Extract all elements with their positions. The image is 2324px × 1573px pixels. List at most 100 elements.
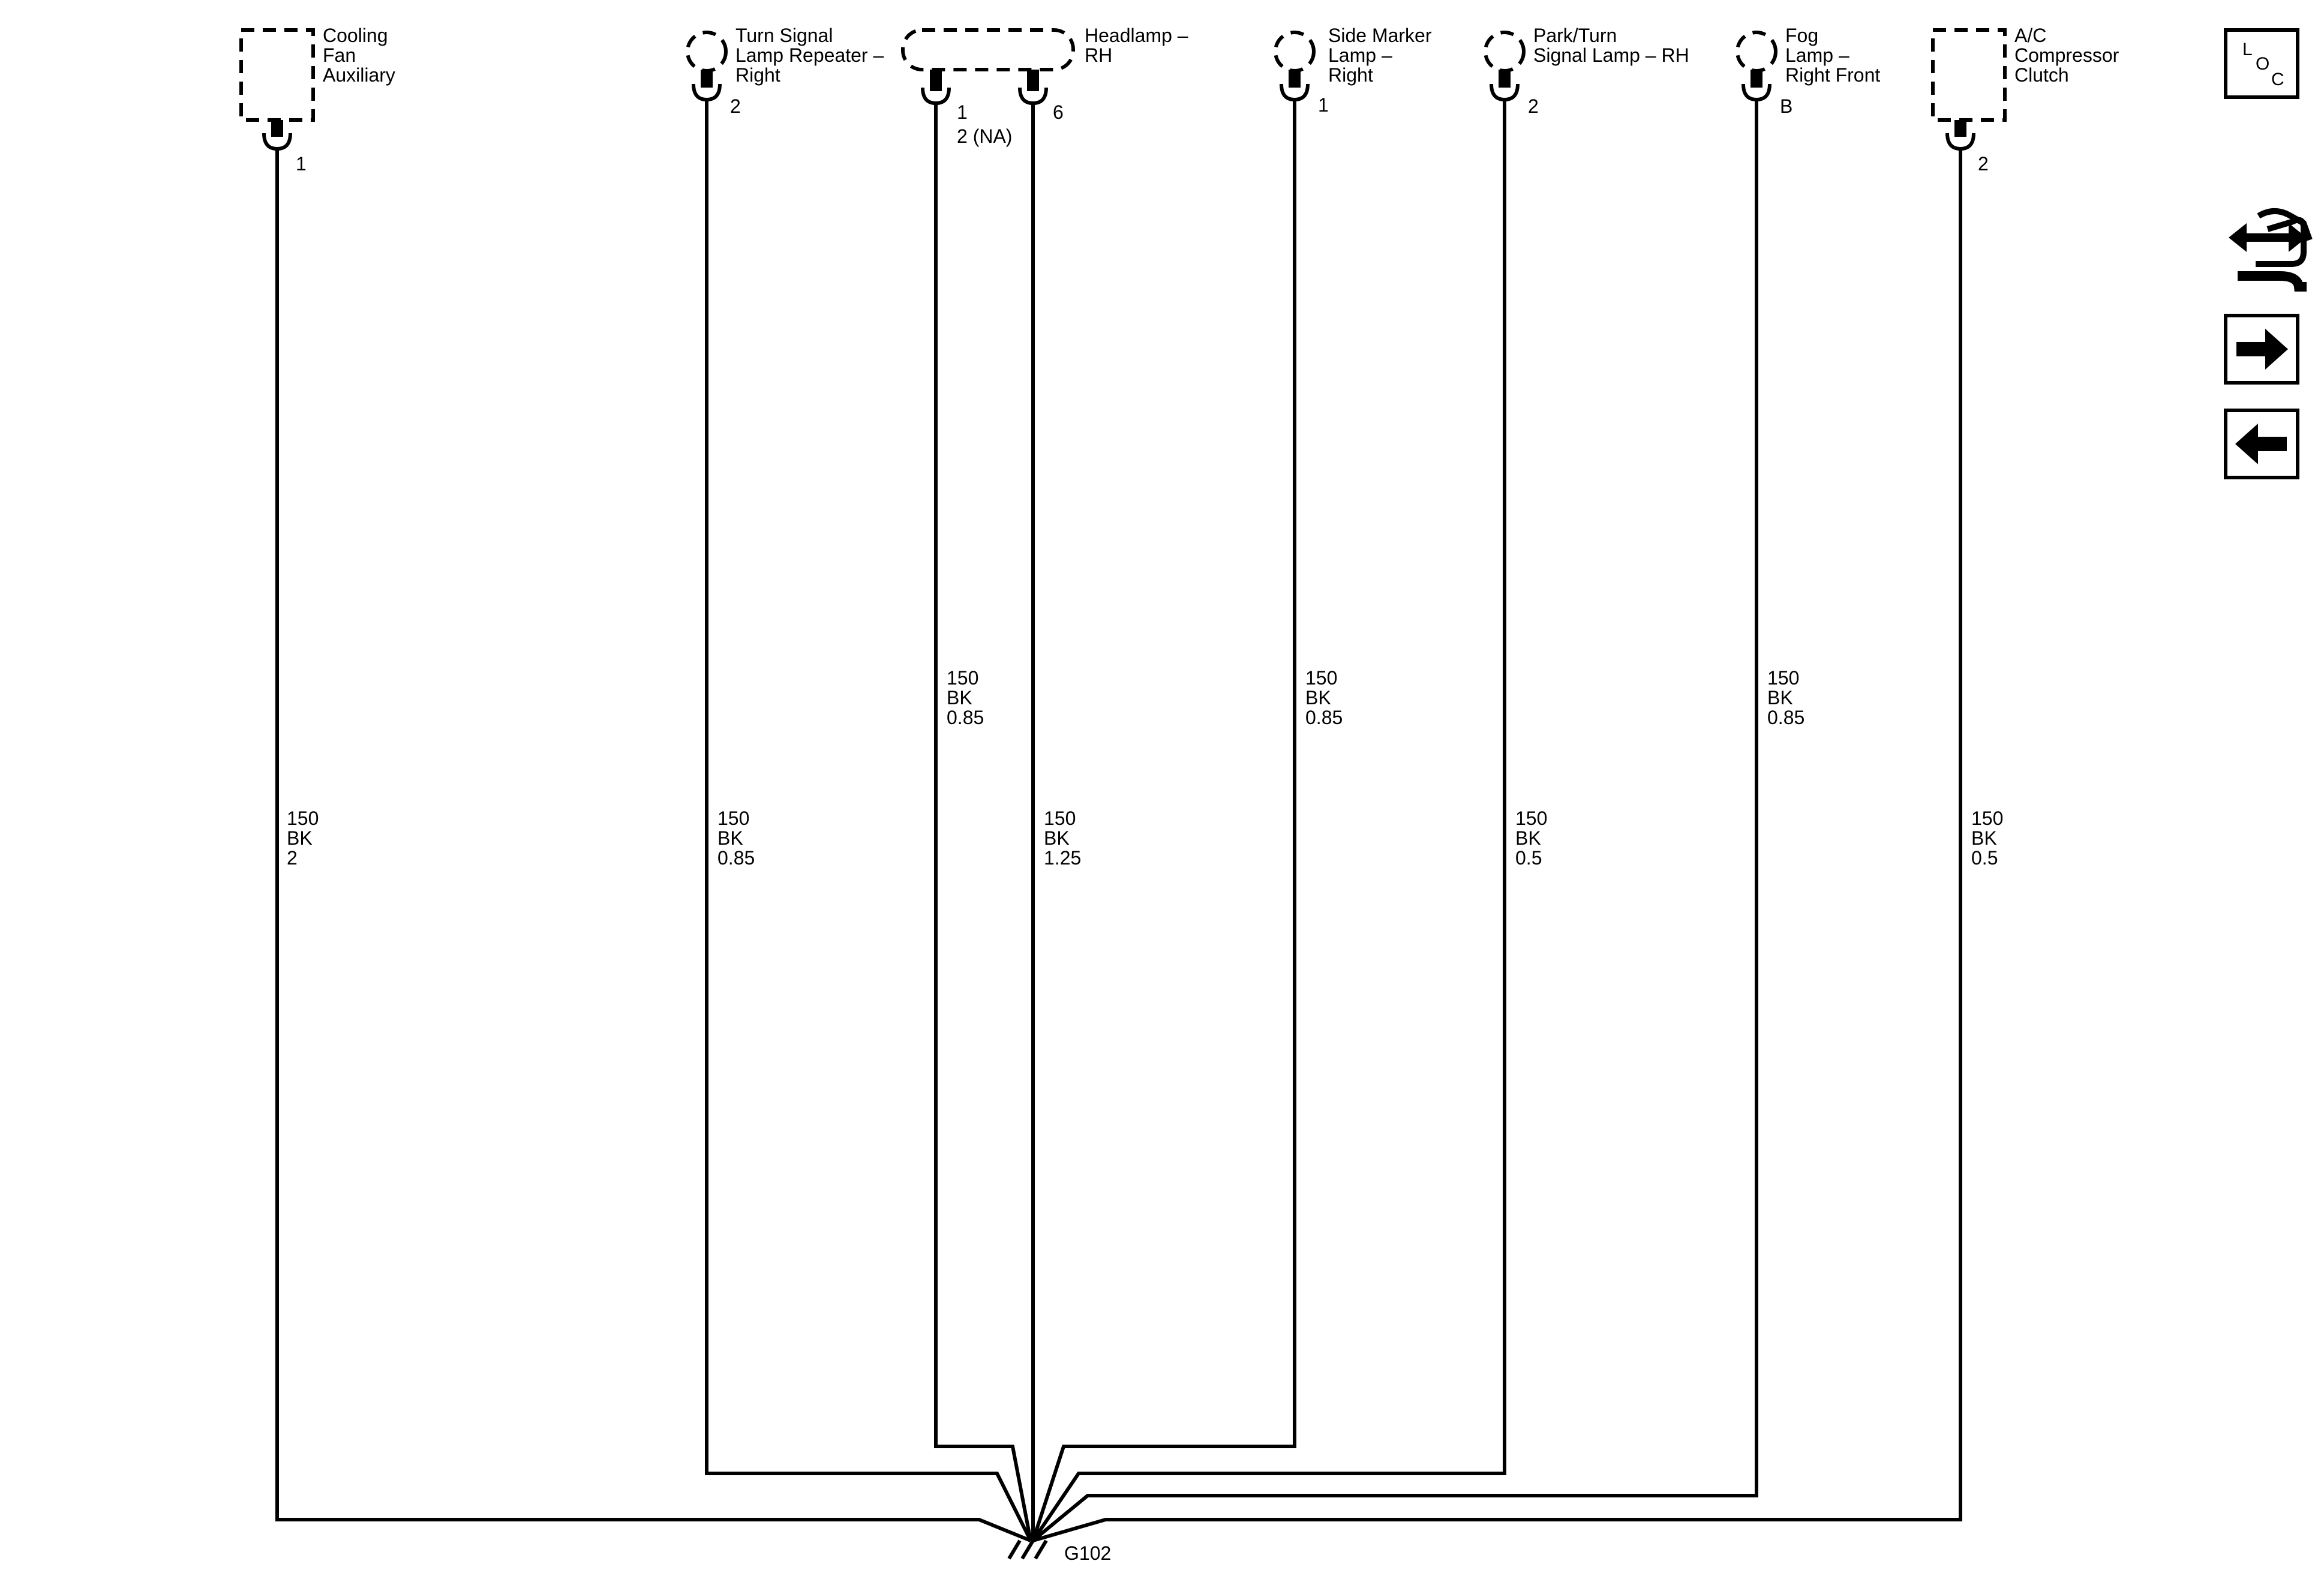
component-ac-compressor-clutch: A/C Compressor Clutch 2 [1931, 25, 2119, 175]
component-name-line: Turn Signal [735, 25, 833, 46]
wire-color: BK [947, 687, 972, 709]
connector-pin-icon [1750, 70, 1762, 88]
component-name-line: Side Marker [1328, 25, 1432, 46]
wire-gauge: 0.85 [1767, 707, 1804, 728]
loc-letter: C [2271, 70, 2284, 89]
wire-label-fog-lamp: 150 BK 0.85 [1767, 667, 1804, 728]
pin-note: 2 (NA) [957, 125, 1012, 147]
wire-cooling-fan [275, 149, 1032, 1542]
ground-g102: G102 [1007, 1539, 1111, 1564]
component-outline [1274, 31, 1316, 73]
connector-pin-icon [1954, 120, 1966, 137]
component-outline [1736, 31, 1777, 73]
wires [275, 100, 1962, 1542]
circuit-number: 150 [1044, 807, 1076, 829]
circuit-number: 150 [717, 807, 749, 829]
component-name-line: Cooling [323, 25, 388, 46]
pin-number: 2 [1978, 153, 1989, 175]
pin-number: 2 [730, 95, 741, 117]
wire-label-headlamp-pin1: 150 BK 0.85 [947, 667, 984, 728]
component-name-line: Fog [1785, 25, 1818, 46]
wire-gauge: 0.85 [947, 707, 984, 728]
wire-color: BK [1305, 687, 1331, 709]
loc-letter: O [2256, 54, 2269, 74]
wire-side-marker [1031, 100, 1296, 1541]
component-cooling-fan-auxiliary: Cooling Fan Auxiliary 1 [239, 25, 395, 175]
ground-label: G102 [1064, 1542, 1111, 1564]
circuit-number: 150 [287, 807, 319, 829]
component-turn-signal-lamp-repeater-right: Turn Signal Lamp Repeater – Right 2 [686, 25, 884, 117]
pin-number: 6 [1053, 101, 1064, 123]
wire-color: BK [717, 827, 743, 849]
wire-gauge: 2 [287, 847, 298, 869]
wire-gauge: 0.85 [1305, 707, 1343, 728]
component-name-line: Right Front [1785, 64, 1880, 86]
wire-park-turn [1031, 100, 1506, 1542]
circuit-number: 150 [1305, 667, 1337, 689]
connector-swap-icon[interactable] [2229, 208, 2313, 292]
wire-fog-lamp [1032, 100, 1758, 1542]
circuit-number: 150 [1767, 667, 1799, 689]
wire-label-cooling-fan: 150 BK 2 [287, 807, 319, 869]
component-name-line: Lamp – [1328, 44, 1392, 66]
connector-pin-icon [271, 120, 283, 137]
wire-color: BK [287, 827, 313, 849]
component-name-line: Signal Lamp – RH [1533, 44, 1689, 66]
component-park-turn-signal-lamp-rh: Park/Turn Signal Lamp – RH 2 [1484, 25, 1689, 117]
component-name-line: Clutch [2014, 64, 2069, 86]
component-name-line: Lamp Repeater – [735, 44, 884, 66]
component-name-line: RH [1085, 44, 1112, 66]
pin-number: 2 [1528, 95, 1539, 117]
wire-label-headlamp-pin6: 150 BK 1.25 [1044, 807, 1081, 869]
wire-color: BK [1767, 687, 1793, 709]
wire-gauge: 0.5 [1515, 847, 1542, 869]
circuit-number: 150 [947, 667, 978, 689]
connector-pin-icon [701, 70, 713, 88]
connector-pin-icon [1027, 70, 1039, 91]
back-button[interactable] [2224, 409, 2299, 479]
component-fog-lamp-right-front: Fog Lamp – Right Front B [1736, 25, 1880, 117]
component-name-line: Headlamp – [1085, 25, 1188, 46]
component-outline [1484, 31, 1526, 73]
wire-color: BK [1044, 827, 1070, 849]
wire-label-side-marker: 150 BK 0.85 [1305, 667, 1343, 728]
loc-button[interactable]: L O C [2224, 28, 2299, 99]
connector-pin-icon [1289, 70, 1301, 88]
ground-symbol-icon [1007, 1539, 1048, 1560]
loc-letter: L [2242, 40, 2253, 59]
component-side-marker-lamp-right: Side Marker Lamp – Right 1 [1274, 25, 1432, 116]
wire-headlamp-pin1 [934, 103, 1032, 1541]
wire-turn-signal-repeater [705, 100, 1032, 1542]
forward-button[interactable] [2224, 314, 2299, 385]
component-name-line: Park/Turn [1533, 25, 1617, 46]
wire-color: BK [1515, 827, 1541, 849]
connector-pin-icon [1499, 70, 1511, 88]
wire-labels: 150 BK 2 150 BK 0.85 150 BK 0.85 150 BK … [287, 667, 2003, 869]
component-name-line: Lamp – [1785, 44, 1849, 66]
wire-ac-compressor [1032, 149, 1962, 1542]
pin-number: 1 [957, 101, 968, 123]
component-name-line: Right [1328, 64, 1373, 86]
component-outline [901, 28, 1075, 71]
connector-pin-icon [930, 70, 942, 91]
component-outline [686, 31, 728, 73]
component-headlamp-rh: Headlamp – RH 1 2 (NA) 6 [901, 25, 1188, 147]
arrow-left-icon[interactable] [2235, 424, 2287, 464]
wire-label-ac-compressor: 150 BK 0.5 [1971, 807, 2003, 869]
component-name-line: A/C [2014, 25, 2046, 46]
component-name-line: Right [735, 64, 780, 86]
component-name-line: Fan [323, 44, 356, 66]
circuit-number: 150 [1971, 807, 2003, 829]
wire-color: BK [1971, 827, 1997, 849]
loc-button-frame[interactable] [2224, 28, 2299, 99]
component-outline [239, 28, 315, 122]
arrow-right-icon[interactable] [2236, 329, 2288, 370]
wire-label-park-turn: 150 BK 0.5 [1515, 807, 1547, 869]
connector-swap-button[interactable] [2229, 208, 2313, 292]
component-outline [1931, 28, 2007, 122]
circuit-number: 150 [1515, 807, 1547, 829]
pin-number: 1 [296, 153, 307, 175]
component-name-line: Compressor [2014, 44, 2119, 66]
wire-gauge: 1.25 [1044, 847, 1081, 869]
